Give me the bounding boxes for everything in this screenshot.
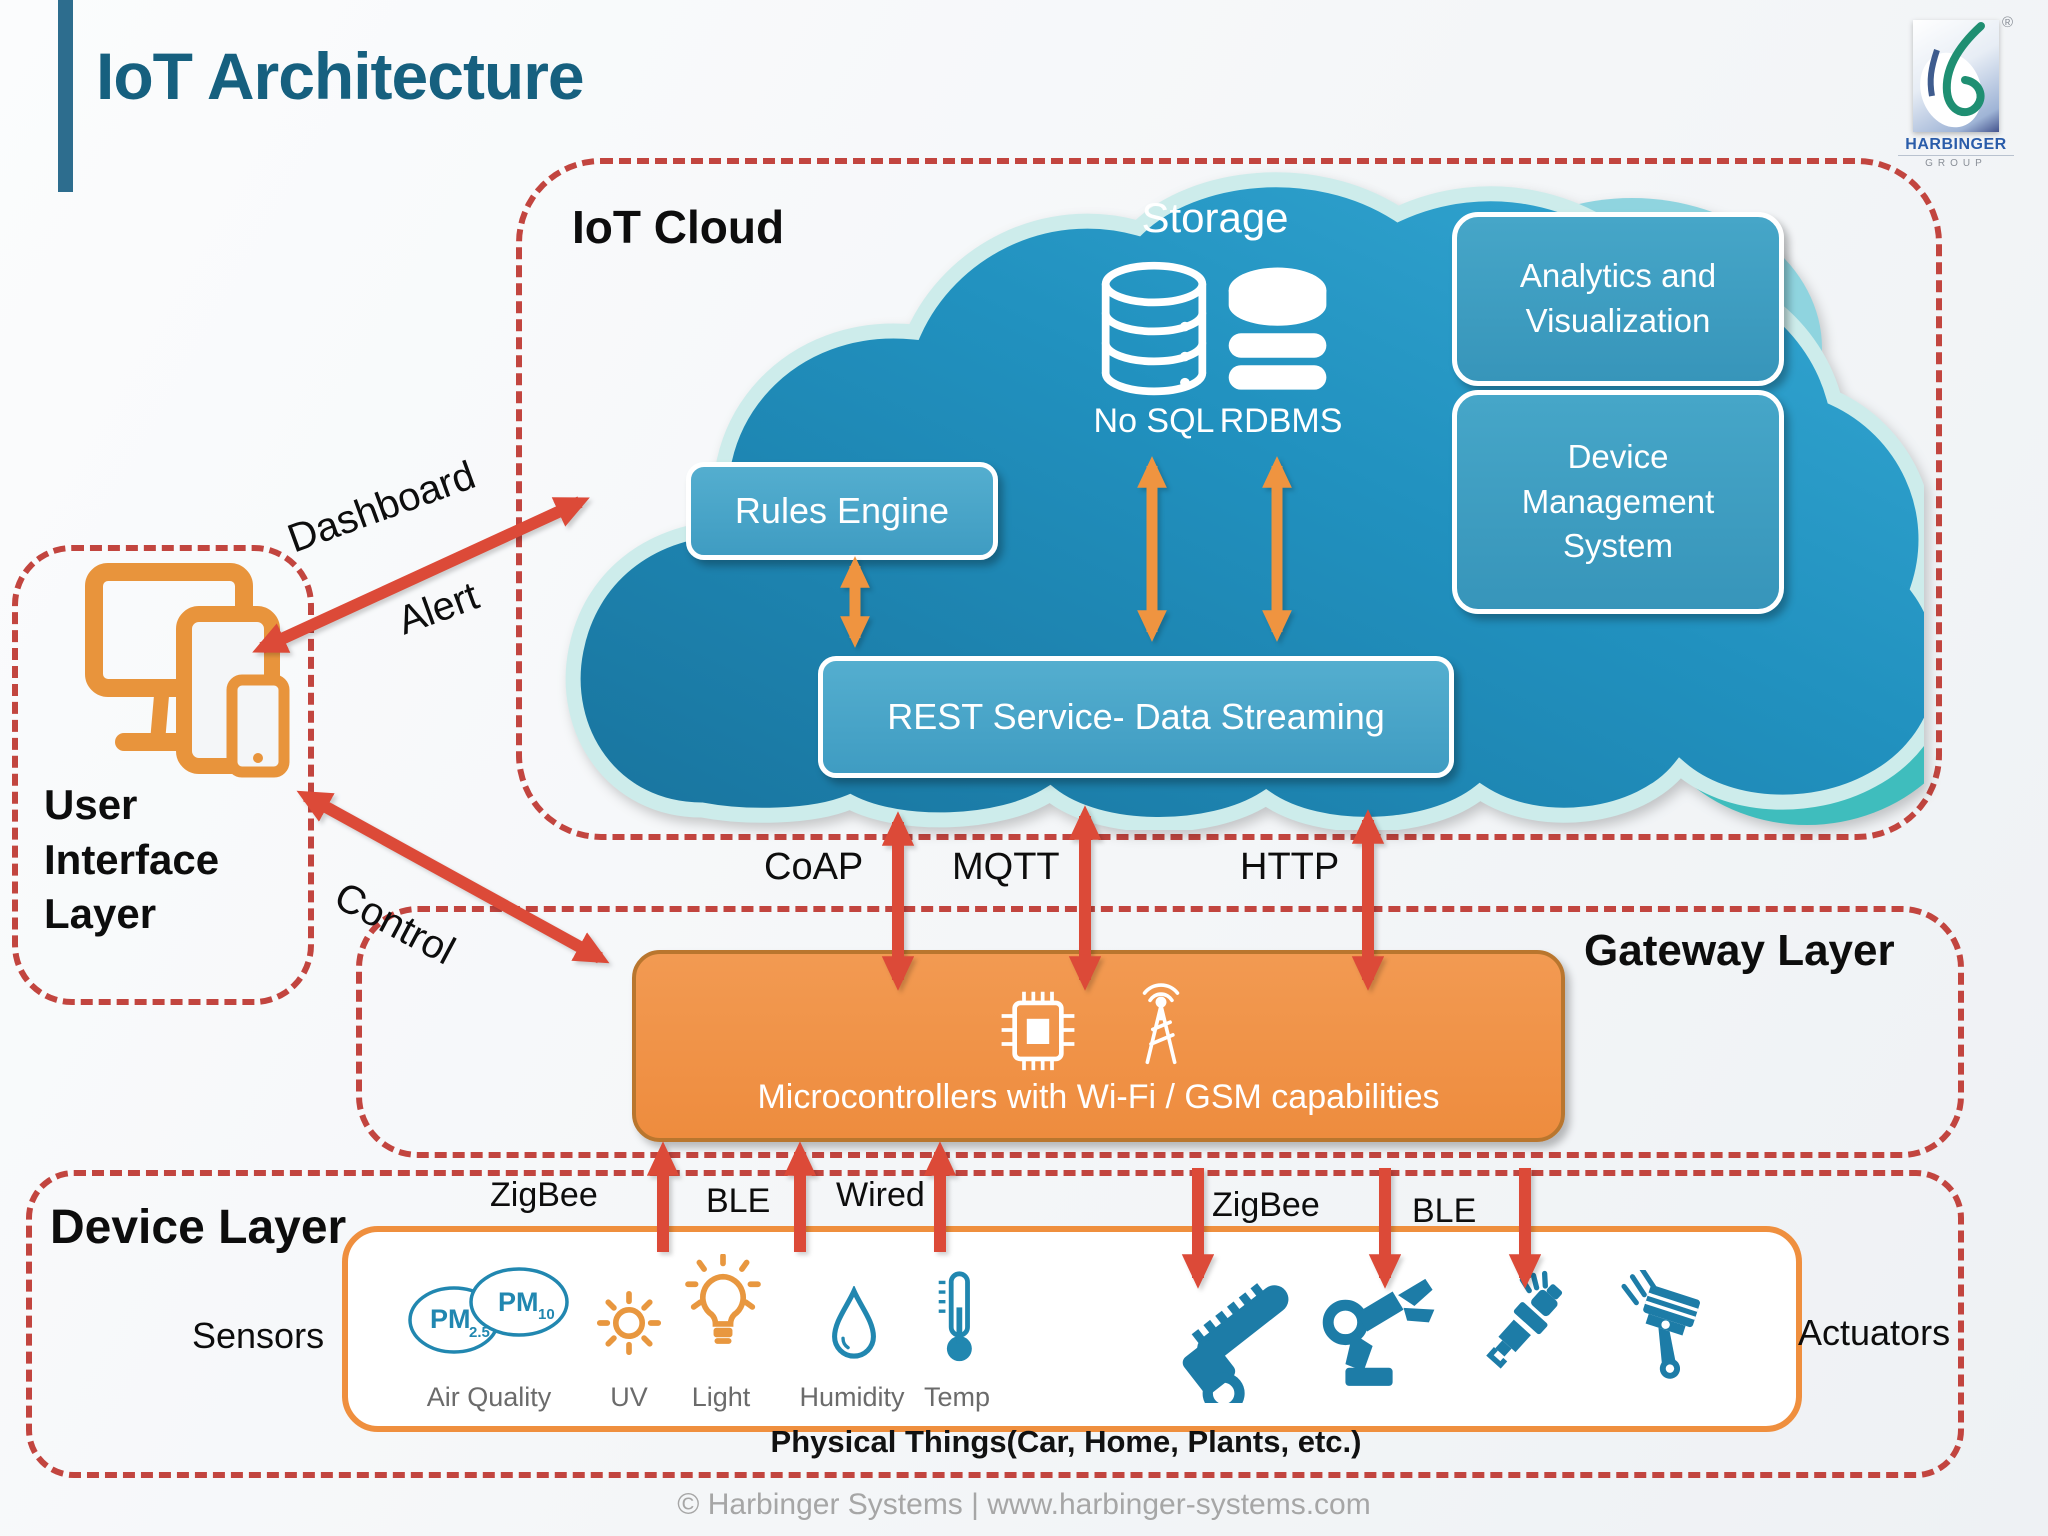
air-quality-pm-icon: PM 10 PM 2.5	[408, 1267, 569, 1354]
iot-cloud-heading: IoT Cloud	[572, 201, 785, 253]
spark-plug-actuator-icon	[1486, 1270, 1563, 1369]
user-devices-icon	[85, 563, 290, 778]
mqtt-label: MQTT	[952, 846, 1060, 888]
rest-service-label: REST Service- Data Streaming	[887, 696, 1385, 737]
sensor-name-uv: UV	[610, 1382, 648, 1412]
device-layer-boundary	[26, 1170, 1964, 1478]
dashboard-label: Dashboard	[282, 453, 481, 562]
nosql-database-icon	[1101, 261, 1207, 396]
alert-label: Alert	[392, 573, 485, 644]
coap-label: CoAP	[764, 846, 864, 888]
page-title: IoT Architecture	[96, 39, 585, 113]
svg-text:2.5: 2.5	[469, 1324, 490, 1341]
humidity-droplet-icon	[832, 1286, 876, 1359]
rest-service-box: REST Service- Data Streaming	[818, 656, 1454, 778]
antenna-tower-icon	[1142, 982, 1179, 1064]
gateway-layer-boundary	[356, 906, 1964, 1158]
harbinger-swoosh-icon	[1920, 22, 1985, 128]
device-management-label: Device Management System	[1521, 438, 1715, 565]
rules-engine-box: Rules Engine	[686, 462, 998, 560]
gateway-box-label: Microcontrollers with Wi-Fi / GSM capabi…	[757, 1077, 1440, 1116]
svg-text:10: 10	[538, 1306, 555, 1323]
things-box	[342, 1226, 1802, 1432]
chainsaw-actuator-icon	[1182, 1283, 1289, 1403]
device-layer-heading: Device Layer	[50, 1201, 347, 1254]
svg-text:PM: PM	[430, 1304, 471, 1334]
light-bulb-icon	[685, 1254, 761, 1344]
logo-group-text: GROUP	[1898, 155, 2014, 169]
harbinger-logo: ® HARBINGER GROUP	[1898, 14, 2014, 169]
robot-arm-actuator-icon	[1322, 1278, 1435, 1386]
harbinger-logo-mark: ®	[1913, 14, 2013, 132]
analytics-visualization-label: Analytics and Visualization	[1519, 257, 1717, 339]
rdbms-label: RDBMS	[1219, 402, 1343, 440]
user-interface-heading: User Interface Layer	[44, 781, 220, 938]
nosql-label: No SQL	[1093, 402, 1215, 440]
analytics-visualization-box: Analytics and Visualization	[1452, 212, 1784, 386]
rules-engine-label: Rules Engine	[734, 490, 950, 531]
svg-text:PM: PM	[498, 1287, 539, 1317]
registered-mark: ®	[2001, 14, 2013, 31]
actuators-label: Actuators	[1798, 1312, 1951, 1353]
zigbee-down-label: ZigBee	[1212, 1186, 1320, 1224]
sensors-label: Sensors	[192, 1315, 325, 1356]
ble-up-label: BLE	[706, 1182, 771, 1220]
uv-sun-icon	[596, 1290, 662, 1356]
sensor-name-humidity: Humidity	[799, 1382, 905, 1412]
piston-actuator-icon	[1621, 1270, 1700, 1379]
logo-brand-text: HARBINGER	[1905, 136, 2007, 153]
gateway-box: Microcontrollers with Wi-Fi / GSM capabi…	[632, 950, 1565, 1142]
zigbee-up-label: ZigBee	[490, 1176, 598, 1214]
microchip-icon	[1001, 991, 1074, 1070]
ble-down-label: BLE	[1412, 1192, 1477, 1230]
sensor-name-air-quality: Air Quality	[426, 1382, 552, 1412]
physical-things-label: Physical Things(Car, Home, Plants, etc.)	[770, 1424, 1362, 1459]
sensor-name-light: Light	[691, 1382, 751, 1412]
storage-title: Storage	[1141, 194, 1289, 241]
accent-bar	[58, 0, 73, 192]
gateway-heading: Gateway Layer	[1584, 926, 1895, 975]
http-label: HTTP	[1240, 846, 1340, 888]
device-management-box: Device Management System	[1452, 390, 1784, 614]
footer-copyright: © Harbinger Systems | www.harbinger-syst…	[677, 1488, 1371, 1521]
gateway-icons	[996, 976, 1202, 1072]
temperature-thermometer-icon	[938, 1271, 972, 1362]
wired-up-label: Wired	[836, 1176, 925, 1214]
rdbms-database-icon	[1228, 267, 1327, 390]
sensor-name-temp: Temp	[923, 1382, 991, 1412]
user-interface-layer-boundary	[12, 545, 314, 1005]
